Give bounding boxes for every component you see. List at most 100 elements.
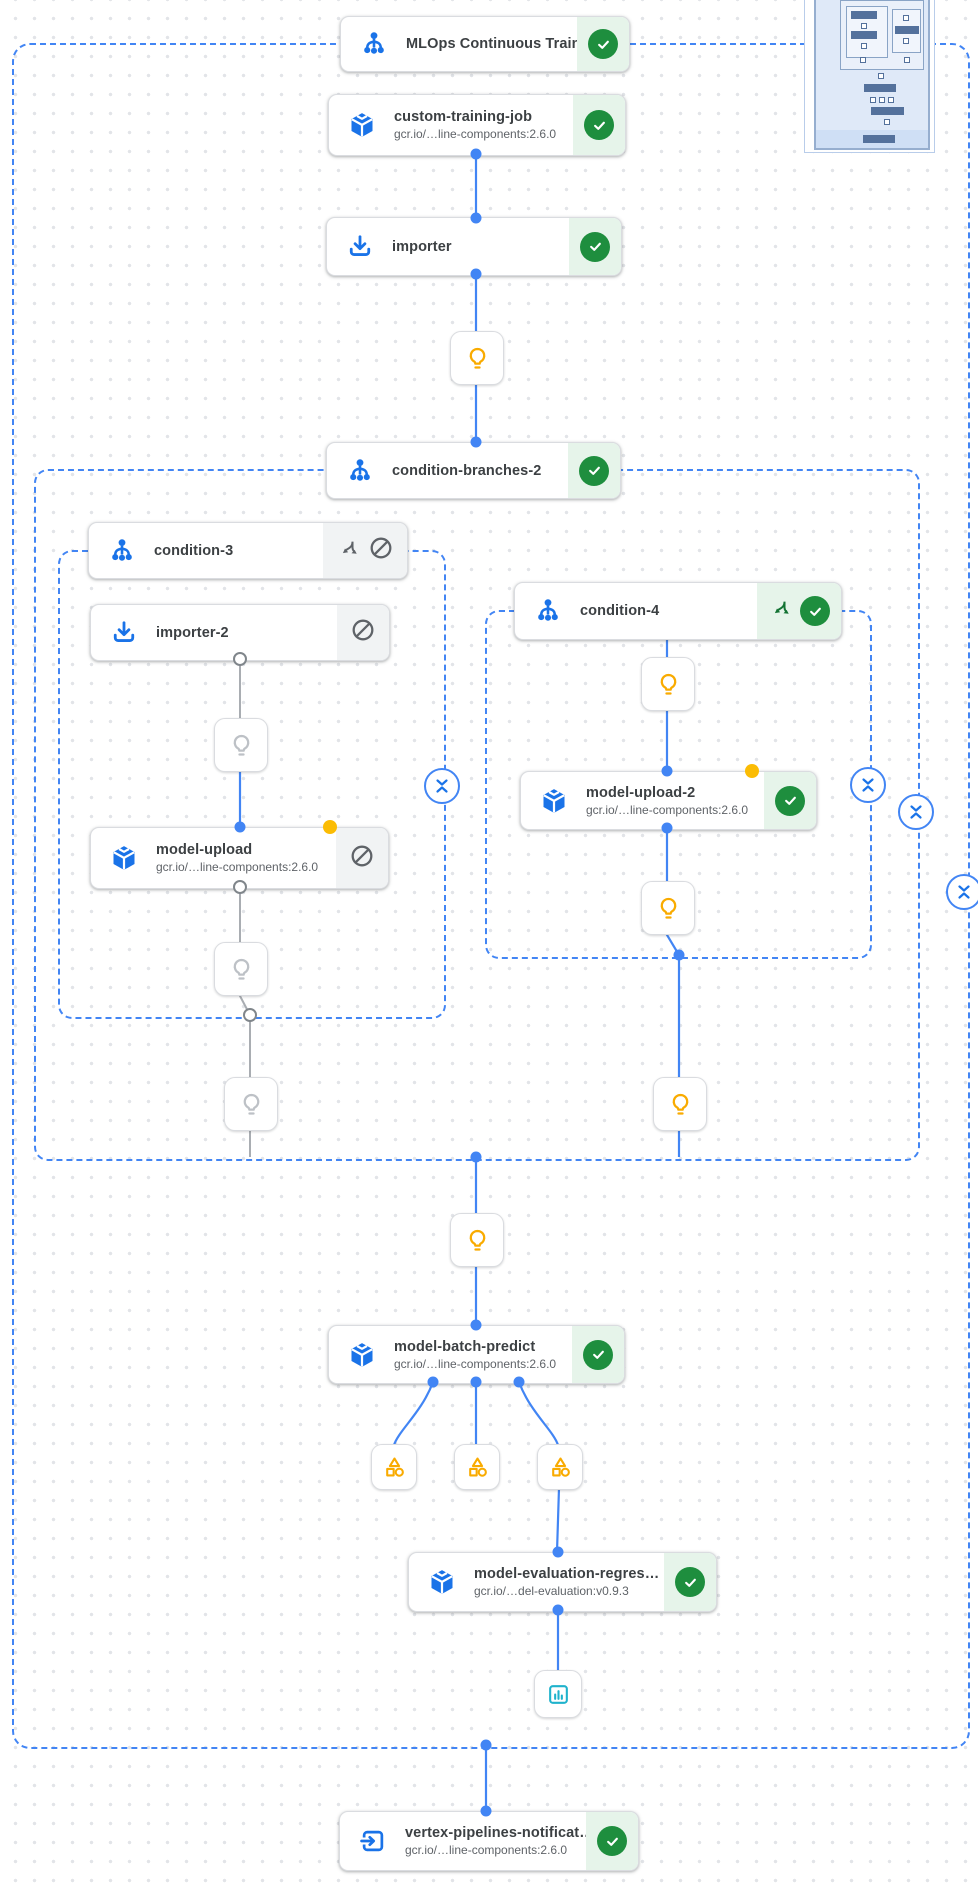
connection-dot xyxy=(552,1546,564,1558)
connection-dot-skipped xyxy=(233,880,247,894)
check-icon xyxy=(597,1826,627,1856)
connection-dot xyxy=(470,268,482,280)
minimap-node xyxy=(871,107,904,115)
cube-icon xyxy=(540,787,568,815)
connection-dot xyxy=(552,1604,564,1616)
node-model-upload[interactable]: model-upload gcr.io/…line-components:2.6… xyxy=(90,827,389,889)
artifact-node[interactable] xyxy=(537,1444,583,1490)
connection-dot xyxy=(234,821,246,833)
node-title: model-upload-2 xyxy=(586,784,696,801)
check-icon xyxy=(579,455,609,486)
lightbulb-icon xyxy=(243,1093,259,1115)
node-title: model-upload xyxy=(156,842,253,858)
minimap-node xyxy=(861,23,867,29)
minimap[interactable] xyxy=(804,0,935,153)
check-icon xyxy=(580,231,610,262)
node-model-upload-2[interactable]: model-upload-2 gcr.io/…line-components:2… xyxy=(520,771,817,830)
node-subtitle: gcr.io/…line-components:2.6.0 xyxy=(405,1843,568,1857)
node-model-batch-predict[interactable]: model-batch-predict gcr.io/…line-compone… xyxy=(328,1325,625,1384)
status-succeeded xyxy=(568,443,620,498)
status-skipped xyxy=(336,828,388,888)
status-succeeded xyxy=(577,17,629,71)
node-custom-training-job[interactable]: custom-training-job gcr.io/…line-compone… xyxy=(328,94,626,156)
node-title: condition-4 xyxy=(580,603,660,619)
node-title: model-batch-predict xyxy=(394,1338,536,1355)
minimap-node xyxy=(861,43,867,49)
node-subtitle: gcr.io/…line-components:2.6.0 xyxy=(156,860,319,874)
check-icon xyxy=(775,785,805,816)
condition-icon xyxy=(534,597,562,625)
artifact-shapes-icon xyxy=(468,1457,487,1477)
node-condition-branches-2[interactable]: condition-branches-2 xyxy=(326,442,621,499)
status-succeeded xyxy=(573,95,625,155)
node-subtitle: gcr.io/…line-components:2.6.0 xyxy=(394,127,557,141)
minimap-node xyxy=(878,73,884,79)
status-succeeded xyxy=(664,1553,716,1611)
artifact-node[interactable] xyxy=(371,1444,417,1490)
metrics-node[interactable] xyxy=(534,1670,582,1718)
metrics-chart-icon xyxy=(548,1684,568,1704)
node-importer[interactable]: importer xyxy=(326,217,622,276)
collapse-pipeline-button[interactable] xyxy=(946,874,978,910)
pipeline-icon xyxy=(360,30,388,58)
status-skipped xyxy=(323,523,407,578)
node-model-evaluation[interactable]: model-evaluation-regres… gcr.io/…del-eva… xyxy=(408,1552,717,1612)
connection-dot xyxy=(470,1376,482,1388)
connection-dot xyxy=(661,765,673,777)
node-title: MLOps Continuous Traini… xyxy=(406,36,577,52)
parameter-node[interactable] xyxy=(641,881,695,935)
condition-icon xyxy=(108,537,136,565)
minimap-node xyxy=(884,119,890,125)
minimap-node xyxy=(888,97,894,103)
node-title: vertex-pipelines-notificat… xyxy=(405,1825,586,1841)
connection-dot xyxy=(470,436,482,448)
connection-dot xyxy=(427,1376,439,1388)
minimap-node xyxy=(903,15,909,21)
node-title: model-evaluation-regres… xyxy=(474,1566,660,1582)
lightbulb-icon xyxy=(469,1229,485,1251)
connection-dot-skipped xyxy=(243,1008,257,1022)
condition-icon xyxy=(346,457,374,485)
minimap-node xyxy=(864,84,896,92)
collapse-condition-3-button[interactable] xyxy=(424,768,460,804)
collapse-condition-4-button[interactable] xyxy=(850,767,886,803)
lightbulb-icon xyxy=(672,1093,688,1115)
artifact-node[interactable] xyxy=(454,1444,500,1490)
connection-dot xyxy=(480,1739,492,1751)
status-succeeded xyxy=(569,218,621,275)
minimap-node xyxy=(851,11,877,19)
collapse-icon xyxy=(910,805,922,819)
minimap-offscreen-area xyxy=(816,130,928,148)
parameter-node[interactable] xyxy=(450,331,504,385)
minimap-viewport xyxy=(814,0,930,150)
collapse-condition-branches-2-button[interactable] xyxy=(898,794,934,830)
cube-icon xyxy=(348,111,376,139)
parameter-node[interactable] xyxy=(653,1077,707,1131)
minimap-node xyxy=(879,97,885,103)
minimap-node xyxy=(903,38,909,44)
parameter-node-skipped[interactable] xyxy=(224,1077,278,1131)
parameter-node-skipped[interactable] xyxy=(214,942,268,996)
connection-dot xyxy=(480,1805,492,1817)
minimap-node xyxy=(895,26,919,34)
node-importer-2[interactable]: importer-2 xyxy=(90,604,390,661)
node-condition-4[interactable]: condition-4 xyxy=(514,582,842,640)
check-icon xyxy=(800,596,830,626)
parameter-node-skipped[interactable] xyxy=(214,718,268,772)
minimap-node xyxy=(863,135,895,143)
cube-icon xyxy=(428,1568,456,1596)
node-condition-3[interactable]: condition-3 xyxy=(88,522,408,579)
node-vertex-notification[interactable]: vertex-pipelines-notificat… gcr.io/…line… xyxy=(339,1811,639,1871)
check-icon xyxy=(588,29,618,59)
node-mlops-pipeline[interactable]: MLOps Continuous Traini… xyxy=(340,16,630,72)
branch-executed-icon xyxy=(768,597,791,625)
artifact-shapes-icon xyxy=(385,1457,404,1477)
parameter-node[interactable] xyxy=(641,657,695,711)
lightbulb-icon xyxy=(469,347,485,369)
parameter-node[interactable] xyxy=(450,1213,504,1267)
node-subtitle: gcr.io/…del-evaluation:v0.9.3 xyxy=(474,1584,629,1598)
minimap-node xyxy=(904,57,910,63)
cube-icon xyxy=(110,844,138,872)
node-title: condition-branches-2 xyxy=(392,462,542,479)
